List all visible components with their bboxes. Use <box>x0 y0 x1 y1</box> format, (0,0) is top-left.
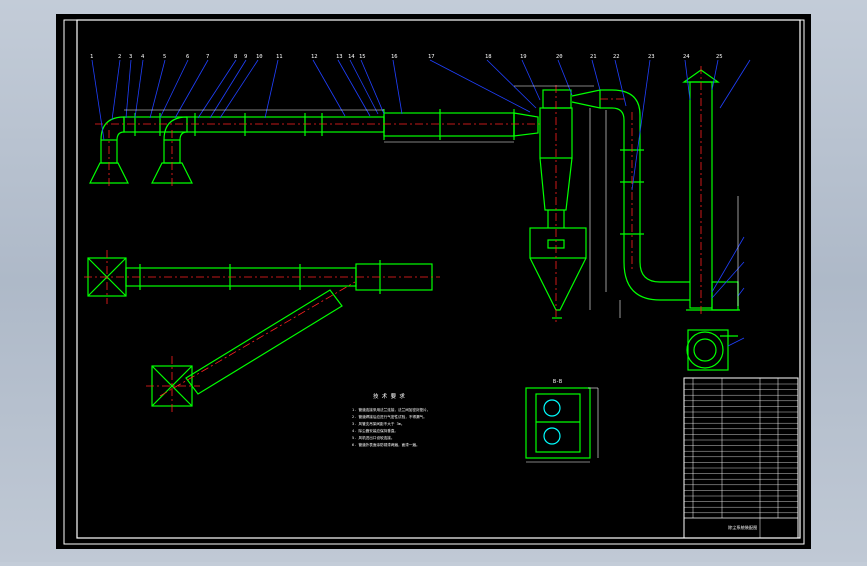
balloon-number: 25 <box>716 54 723 60</box>
drawing-sheet <box>56 14 811 549</box>
upper-bend-outer <box>600 89 641 262</box>
balloon-number: 20 <box>556 54 563 60</box>
inner-frame <box>76 19 801 539</box>
notes-line: 1. 管道连接采用法兰连接，法兰间加密封垫片。 <box>352 407 430 412</box>
plan-branch-duct <box>185 289 343 395</box>
balloon-number: 3 <box>129 54 132 60</box>
balloon-number: 19 <box>520 54 527 60</box>
notes-line: 3. 风管支吊架间距不大于 3m。 <box>352 421 405 426</box>
notes-line: 5. 风机进出口设软连接。 <box>352 435 394 440</box>
balloon-number: 16 <box>391 54 398 60</box>
balloon-number: 8 <box>234 54 237 60</box>
section-b-b <box>525 387 591 459</box>
balloon-number: 7 <box>206 54 209 60</box>
balloon-number: 15 <box>359 54 366 60</box>
fan-duct-centerlines <box>600 66 702 315</box>
hood-1 <box>89 162 129 184</box>
leader-lines <box>91 59 751 347</box>
dimension-lines <box>124 85 739 463</box>
balloon-number: 13 <box>336 54 343 60</box>
notes-title: 技 术 要 求 <box>373 392 405 400</box>
balloon-number: 9 <box>244 54 247 60</box>
elbow-2 <box>163 116 188 141</box>
balloon-number: 6 <box>186 54 189 60</box>
balloon-number: 2 <box>118 54 121 60</box>
lower-bend-inner <box>639 261 690 283</box>
upper-bend-inner <box>600 107 625 262</box>
notes-line: 2. 管道焊接后应进行气密性试验，不得漏气。 <box>352 414 427 419</box>
dust-hopper-top <box>529 227 587 259</box>
balloon-number: 4 <box>141 54 145 60</box>
section-label: B-B <box>553 379 562 385</box>
balloon-number: 14 <box>348 54 355 60</box>
front-view-centerlines <box>95 123 540 186</box>
balloon-number: 23 <box>648 54 655 60</box>
lower-bend-outer <box>623 261 690 301</box>
dust-hopper-cone <box>529 257 587 311</box>
balloon-number: 1 <box>90 54 93 60</box>
balloon-number: 17 <box>428 54 435 60</box>
plan-hood-2-x <box>151 365 193 407</box>
fan-plan-view <box>686 329 738 371</box>
balloon-number: 10 <box>256 54 263 60</box>
notes-line: 6. 管道外表面涂防锈漆两遍，面漆一遍。 <box>352 442 420 447</box>
cyclone-separator <box>529 89 587 319</box>
balloon-number: 18 <box>485 54 492 60</box>
hood-2 <box>151 162 193 184</box>
balloon-number: 11 <box>276 54 283 60</box>
technical-notes: 技 术 要 求 1. 管道连接采用法兰连接，法兰间加密封垫片。 2. 管道焊接后… <box>352 392 430 447</box>
notes-line: 4. 除尘器安装应保持垂直。 <box>352 428 398 433</box>
cyclone-cone <box>539 157 573 211</box>
drawing-name: 除尘系统装配图 <box>728 524 757 531</box>
balloon-number: 12 <box>311 54 318 60</box>
plan-centerlines <box>84 250 440 414</box>
balloon-number: 21 <box>590 54 597 60</box>
balloon-number: 24 <box>683 54 690 60</box>
balloon-number: 5 <box>163 54 166 60</box>
balloon-number: 22 <box>613 54 620 60</box>
front-view-duct <box>89 109 539 184</box>
title-block: 除尘系统装配图 <box>683 377 799 539</box>
